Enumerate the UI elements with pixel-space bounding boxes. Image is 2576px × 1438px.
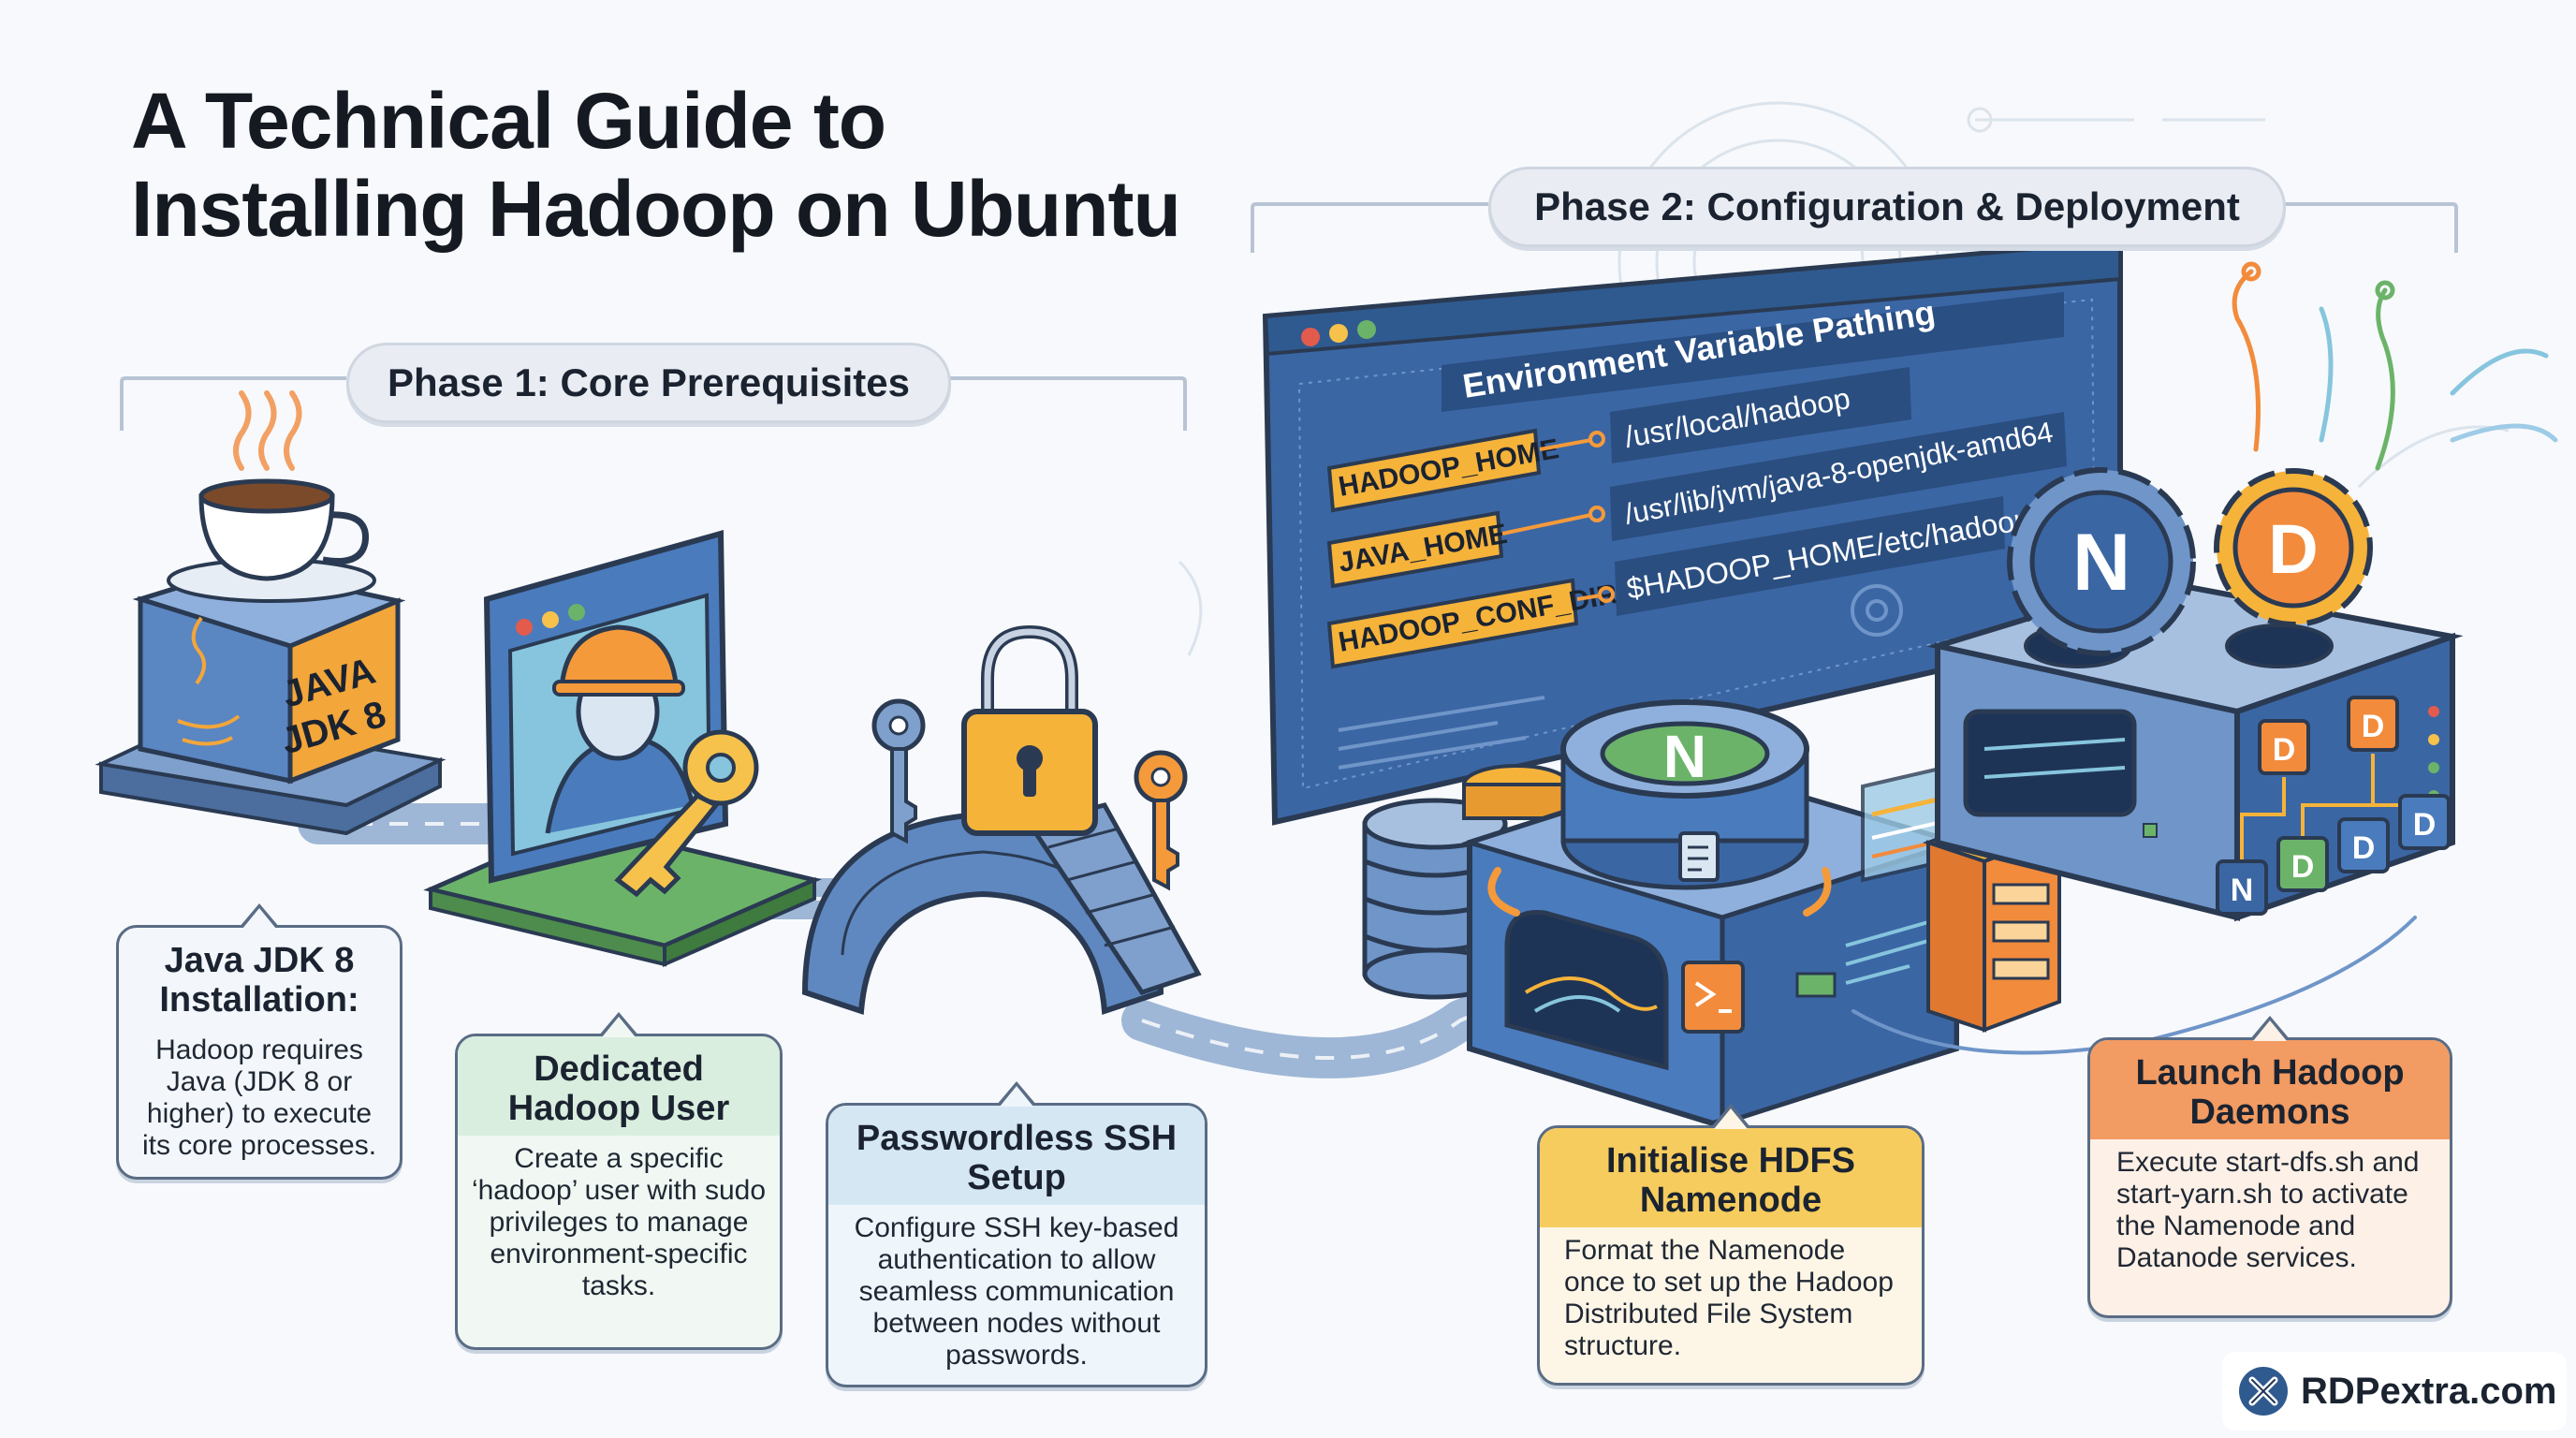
step-title-java: Java JDK 8 Installation: — [159, 941, 359, 1020]
node-cube — [2216, 859, 2268, 916]
environment-variable-panel: Environment Variable Pathing HADOOP_HOME… — [1262, 238, 2123, 826]
phase-2-label: Phase 2: Configuration & Deployment — [1488, 167, 2286, 247]
gear-namenode-icon: N — [2007, 467, 2196, 656]
node-cube-letter: D — [2273, 732, 2296, 768]
namenode-letter: N — [1663, 723, 1706, 790]
node-cube — [2337, 817, 2390, 873]
step-card-ssh: Passwordless SSH Setup Configure SSH key… — [826, 1081, 1208, 1387]
step-body-ssh: Configure SSH key-based authentication t… — [854, 1212, 1179, 1371]
hadoop-user-screen — [423, 530, 822, 968]
step-body-daemons: Execute start-dfs.sh and start-yarn.sh t… — [2116, 1147, 2420, 1273]
step-card-hadoop-user: Dedicated Hadoop User Create a specific … — [455, 1012, 783, 1350]
page-title: A Technical Guide to Installing Hadoop o… — [131, 77, 1348, 253]
circuit-lines — [1852, 261, 2558, 1055]
key-icon — [614, 729, 759, 898]
padlock-icon — [961, 624, 1098, 836]
gear-d-letter: D — [2268, 510, 2318, 588]
gear-datanode-icon: D — [2214, 468, 2373, 627]
step-title-ssh: Passwordless SSH Setup — [828, 1106, 1205, 1205]
ssh-key-left-icon — [871, 698, 926, 844]
step-body-hadoop-user: Create a specific ‘hadoop’ user with sud… — [471, 1143, 767, 1301]
title-line-1: A Technical Guide to — [131, 77, 886, 165]
java-jdk-block: JAVA JDK 8 — [95, 565, 446, 836]
node-cube — [2398, 794, 2451, 850]
node-cube-letter: D — [2352, 830, 2376, 866]
gear-n-letter: N — [2072, 518, 2130, 608]
title-line-2: Installing Hadoop on Ubuntu — [131, 165, 1181, 253]
step-body-java: Hadoop requires Java (JDK 8 or higher) t… — [141, 1034, 377, 1161]
java-logo-icon — [177, 616, 241, 746]
phase1-bracket — [120, 376, 1187, 431]
step-card-daemons: Launch Hadoop Daemons Execute start-dfs.… — [2087, 1016, 2452, 1318]
ssh-key-right-icon — [1134, 750, 1188, 891]
brand-name: RDPextra.com — [2301, 1370, 2557, 1412]
node-cube — [2347, 696, 2399, 752]
coffee-cup-icon — [167, 390, 376, 603]
brand-badge[interactable]: RDPextra.com — [2222, 1352, 2567, 1431]
step-body-hdfs: Format the Namenode once to set up the H… — [1564, 1235, 1894, 1361]
edit-document-icon — [1678, 831, 1720, 882]
step-title-daemons: Launch Hadoop Daemons — [2090, 1040, 2450, 1139]
node-cube — [2258, 719, 2310, 775]
step-card-hdfs: Initialise HDFS Namenode Format the Name… — [1537, 1104, 1925, 1386]
node-cubes: D D N D D D — [2216, 696, 2451, 916]
node-cube — [2276, 836, 2329, 892]
rdpextra-logo-icon — [2239, 1367, 2288, 1416]
ssh-bridge — [801, 802, 1202, 1016]
terminal-panel-icon — [1681, 961, 1745, 1034]
step-title-hadoop-user: Dedicated Hadoop User — [458, 1036, 780, 1136]
phase-1-label: Phase 1: Core Prerequisites — [346, 343, 951, 423]
node-cube-letter: D — [2413, 807, 2437, 843]
step-title-hdfs: Initialise HDFS Namenode — [1540, 1128, 1922, 1227]
settings-gear-icon — [1851, 584, 1903, 637]
phase2-bracket — [1251, 202, 2458, 253]
node-cube-letter: N — [2231, 873, 2254, 908]
node-cube-letter: D — [2291, 849, 2315, 885]
step-card-java: Java JDK 8 Installation: Hadoop requires… — [116, 903, 402, 1180]
node-cube-letter: D — [2362, 709, 2385, 744]
